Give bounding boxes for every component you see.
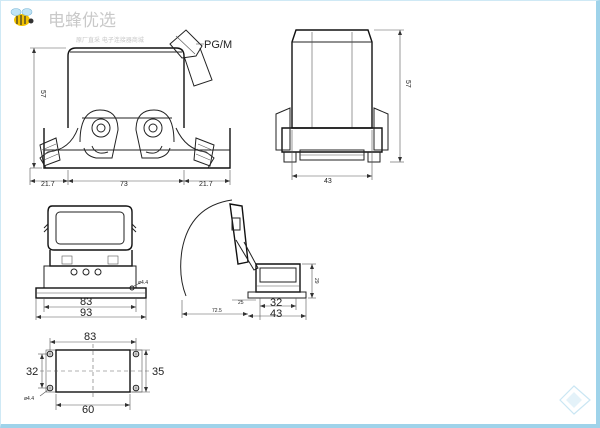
front-right-width-label: 21.7 (199, 181, 213, 188)
bee-logo-icon (10, 8, 34, 26)
front-height-label: 57 (39, 90, 46, 98)
base-outer-width-label: 93 (80, 307, 92, 319)
base-hole-label: ø4.4 (138, 280, 148, 286)
open-outer-width-label: 43 (270, 308, 282, 320)
thread-label: PG/M (204, 39, 232, 51)
side-view: 57 43 (275, 29, 411, 185)
cutout-right-height-label: 35 (152, 366, 164, 378)
front-view: 57 21.7 73 21.7 PG/M (29, 29, 232, 188)
cutout-top-width-label: 83 (84, 331, 96, 343)
brand-subtitle: 原厂直采 电子连接器商城 (76, 36, 144, 44)
open-side-view: 72.5 25 32 43 29 (180, 199, 319, 320)
side-width-label: 43 (324, 178, 332, 185)
front-center-width-label: 73 (120, 181, 128, 188)
panel-cutout-view: 83 32 35 60 ø4.4 (24, 331, 164, 416)
cutout-hole-label: ø4.4 (24, 396, 34, 402)
open-offset-label: 25 (238, 300, 244, 306)
open-inner-width-label: 32 (270, 297, 282, 309)
base-front-view: ø4.4 83 93 (35, 205, 148, 320)
open-radius-label: 72.5 (212, 308, 222, 314)
open-height-label: 29 (313, 278, 319, 284)
front-left-width-label: 21.7 (41, 181, 55, 188)
cutout-left-height-label: 32 (26, 366, 38, 378)
brand-name: 电蜂优选 (48, 11, 116, 31)
side-height-label: 57 (404, 80, 411, 88)
cutout-bottom-width-label: 60 (82, 404, 94, 416)
corner-decoration (559, 385, 591, 415)
base-inner-width-label: 83 (80, 296, 92, 308)
